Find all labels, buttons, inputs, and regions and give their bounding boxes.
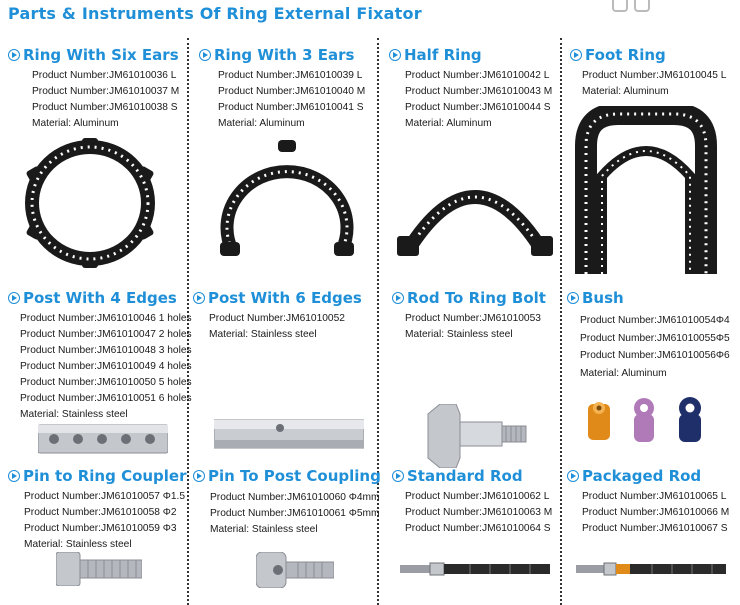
packaged-rod-image — [576, 562, 726, 576]
rod-to-ring-bolt-title: Rod To Ring Bolt — [392, 289, 546, 307]
pin-to-post-coupling-info: Product Number:JM61010060 Φ4mm Product N… — [210, 492, 380, 535]
bush-image — [588, 397, 701, 442]
ring-3-ears-title: Ring With 3 Ears — [199, 46, 354, 64]
foot-ring-info: Product Number:JM61010045 L Material: Al… — [582, 70, 727, 97]
half-ring-title: Half Ring — [389, 46, 482, 64]
ring-six-ears-title: Ring With Six Ears — [8, 46, 179, 64]
play-circle-icon — [8, 49, 20, 61]
pin-to-post-coupling-title: Pin To Post Coupling — [193, 467, 381, 485]
play-circle-icon — [8, 470, 20, 482]
column-divider — [187, 38, 189, 605]
play-circle-icon — [567, 292, 579, 304]
packaged-rod-title: Packaged Rod — [567, 467, 701, 485]
pin-to-ring-coupler-info: Product Number:JM61010057 Φ1.5 Product N… — [24, 491, 186, 550]
ring-six-ears-image — [25, 138, 155, 268]
play-circle-icon — [199, 49, 211, 61]
pin-to-ring-coupler-title: Pin to Ring Coupler — [8, 467, 187, 485]
half-ring-info: Product Number:JM61010042 L Product Numb… — [405, 70, 553, 129]
corner-decoration — [612, 0, 628, 12]
play-circle-icon — [193, 470, 205, 482]
post-4-edges-image — [38, 424, 168, 454]
standard-rod-title: Standard Rod — [392, 467, 523, 485]
play-circle-icon — [389, 49, 401, 61]
play-circle-icon — [570, 49, 582, 61]
pin-to-ring-coupler-image — [56, 552, 142, 586]
post-6-edges-info: Product Number:JM61010052 Material: Stai… — [209, 313, 345, 340]
column-divider — [560, 38, 562, 605]
rod-to-ring-bolt-info: Product Number:JM61010053 Material: Stai… — [405, 313, 541, 340]
standard-rod-image — [400, 562, 550, 576]
foot-ring-title: Foot Ring — [570, 46, 666, 64]
play-circle-icon — [8, 292, 20, 304]
standard-rod-info: Product Number:JM61010062 L Product Numb… — [405, 491, 553, 534]
foot-ring-image — [575, 106, 717, 274]
play-circle-icon — [567, 470, 579, 482]
play-circle-icon — [392, 470, 404, 482]
ring-3-ears-image — [220, 140, 354, 256]
rod-to-ring-bolt-image — [427, 404, 527, 468]
pin-to-post-coupling-image — [256, 552, 334, 588]
ring-3-ears-info: Product Number:JM61010039 L Product Numb… — [218, 70, 366, 129]
half-ring-image — [397, 190, 553, 256]
post-6-edges-image — [214, 419, 364, 449]
play-circle-icon — [193, 292, 205, 304]
bush-info: Product Number:JM61010054Φ4 Product Numb… — [580, 315, 730, 379]
column-divider — [377, 38, 379, 605]
post-4-edges-title: Post With 4 Edges — [8, 289, 177, 307]
ring-six-ears-info: Product Number:JM61010036 L Product Numb… — [32, 70, 180, 129]
packaged-rod-info: Product Number:JM61010065 L Product Numb… — [582, 491, 730, 534]
corner-decoration — [634, 0, 650, 12]
bush-title: Bush — [567, 289, 624, 307]
post-6-edges-title: Post With 6 Edges — [193, 289, 362, 307]
page-title: Parts & Instruments Of Ring External Fix… — [8, 4, 422, 23]
play-circle-icon — [392, 292, 404, 304]
post-4-edges-info: Product Number:JM61010046 1 holes Produc… — [20, 313, 192, 420]
